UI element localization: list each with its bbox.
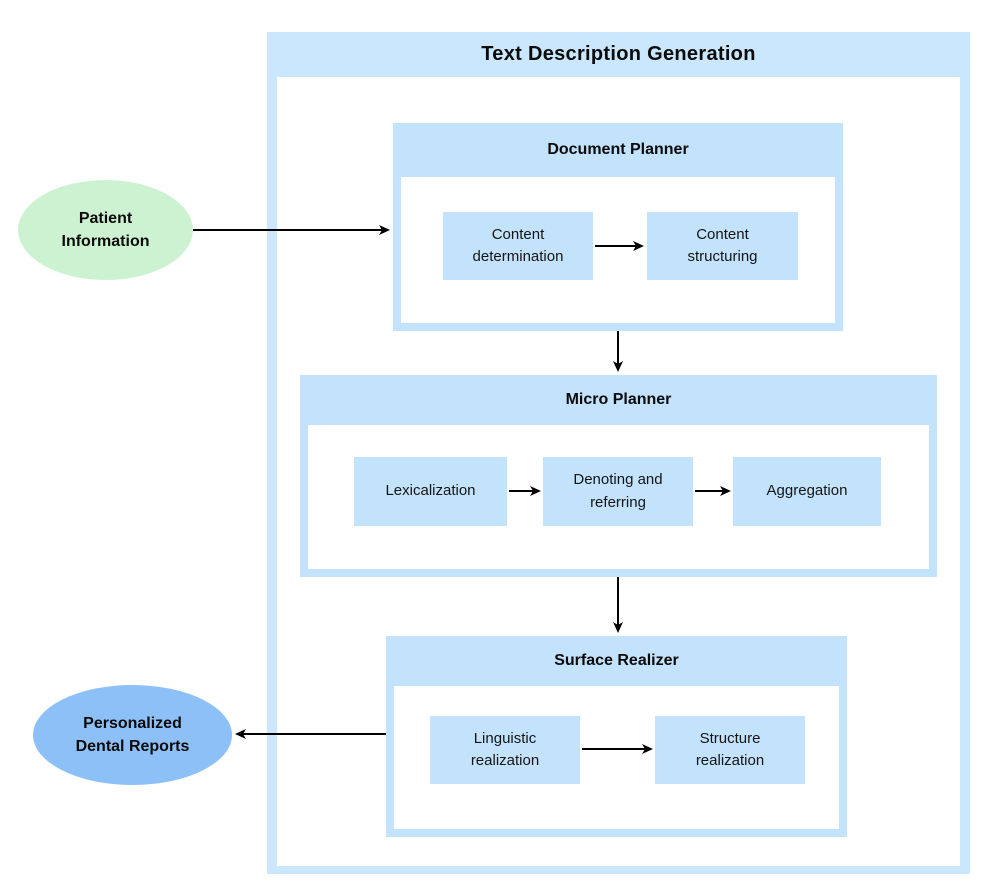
micro-planner-title: Micro Planner — [565, 391, 672, 408]
lexicalization-box: Lexicalization — [354, 457, 507, 526]
content-determination-box: Content determination — [443, 212, 593, 280]
document-planner-section: Document Planner Content determination C… — [393, 123, 843, 331]
linguistic-realization-box: Linguistic realization — [430, 716, 580, 784]
patient-information-ellipse: Patient Information — [18, 180, 193, 280]
diagram-title: Text Description Generation — [481, 43, 756, 65]
surface-realizer-title: Surface Realizer — [554, 652, 679, 669]
structure-realization-box: Structure realization — [655, 716, 805, 784]
denoting-referring-box: Denoting and referring — [543, 457, 693, 526]
aggregation-box: Aggregation — [733, 457, 881, 526]
document-planner-title: Document Planner — [547, 141, 689, 158]
personalized-dental-reports-ellipse: Personalized Dental Reports — [33, 685, 232, 785]
micro-planner-section: Micro Planner Lexicalization Denoting an… — [300, 375, 937, 577]
content-structuring-box: Content structuring — [647, 212, 798, 280]
surface-realizer-section: Surface Realizer Linguistic realization … — [386, 636, 847, 837]
